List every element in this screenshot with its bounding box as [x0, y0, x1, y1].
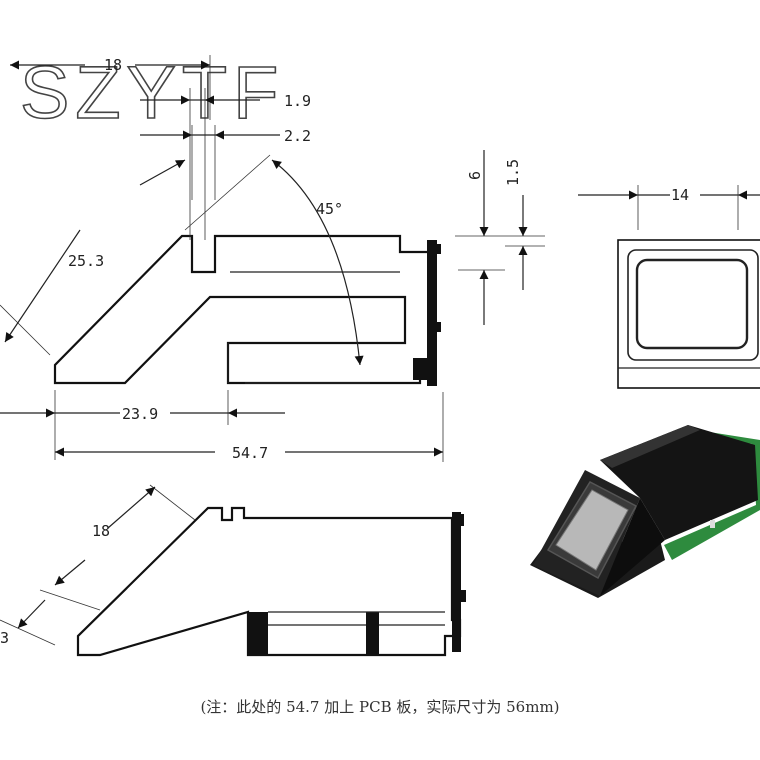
- dim-54-7-label: 54.7: [232, 444, 268, 462]
- bottom-slot-mid: [366, 612, 379, 655]
- front-view: [617, 239, 760, 389]
- dim-3: 3: [0, 599, 56, 647]
- dim-54-7: 54.7: [55, 392, 444, 462]
- module-pcb-label: [710, 520, 715, 528]
- module-pcb-green: [664, 428, 760, 560]
- dim-18-side-label: 18: [92, 522, 110, 540]
- dim-14: 14: [578, 185, 760, 230]
- front-view-outline: [617, 239, 760, 389]
- footnote: (注：此处的 54.7 加上 PCB 板，实际尺寸为 56mm): [200, 698, 560, 716]
- dim-1-5-label: 1.5: [504, 159, 522, 186]
- dim-6-label: 6: [466, 171, 484, 180]
- pcb-board-bottom: [452, 512, 461, 652]
- module-side-face: [600, 498, 665, 596]
- dim-18-top: 18: [10, 55, 211, 120]
- dim-1-9: 1.9: [140, 88, 311, 240]
- pcb-connector-top: [413, 358, 429, 380]
- bottom-slot-left: [248, 612, 268, 655]
- dim-18-top-label: 18: [104, 56, 122, 74]
- module-sensor-glass: [555, 489, 629, 571]
- dim-18-side: 18: [39, 484, 196, 611]
- dim-25-3-label: 25.3: [68, 252, 104, 270]
- dim-45-degree: 45°: [245, 159, 370, 384]
- dim-2-2: 2.2: [140, 125, 311, 200]
- pcb-board-top: [427, 240, 437, 386]
- dim-25-3: 25.3: [0, 154, 271, 356]
- front-view-sensor-window: [635, 258, 749, 350]
- dim-3-label: 3: [0, 629, 9, 647]
- pcb-nub-2: [436, 322, 441, 332]
- dim-6: 6: [455, 150, 545, 325]
- dim-1-5: 1.5: [504, 159, 545, 290]
- side-view-top: [53, 234, 441, 386]
- module-top-face: [600, 425, 700, 468]
- pcb-nub-bottom-2: [460, 590, 466, 602]
- dim-14-label: 14: [671, 186, 689, 204]
- pcb-nub-1: [436, 244, 441, 254]
- pcb-nub-bottom-1: [458, 514, 464, 526]
- front-view-sensor-frame: [627, 249, 759, 361]
- watermark-text: SZYTF: [20, 51, 284, 134]
- dim-45-label: 45°: [316, 200, 343, 218]
- dim-2-2-label: 2.2: [284, 127, 311, 145]
- bottom-body-outline: [76, 506, 462, 657]
- dim-1-9-label: 1.9: [284, 92, 311, 110]
- module-body-outline: [53, 234, 432, 385]
- dim-23-9-label: 23.9: [122, 405, 158, 423]
- module-3d-render: [530, 425, 760, 598]
- side-view-bottom: [76, 506, 466, 657]
